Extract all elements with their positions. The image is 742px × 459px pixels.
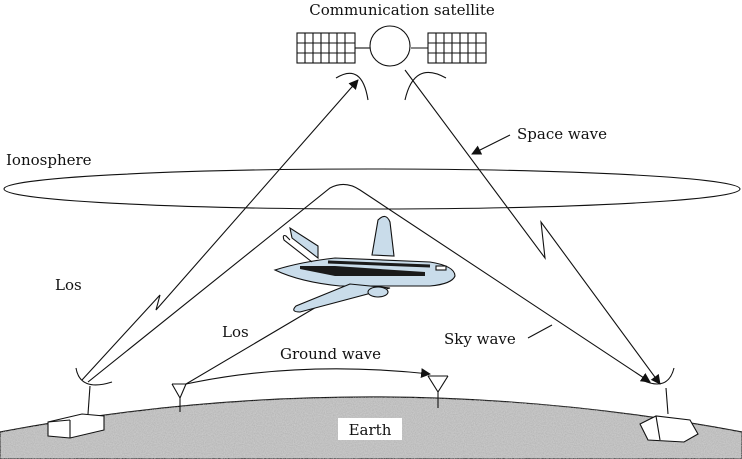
left-dish-icon <box>75 367 113 386</box>
space-wave-downlink <box>404 69 661 385</box>
airplane-tail-wing <box>282 234 313 263</box>
ionosphere-layer <box>3 168 741 210</box>
earth-label: Earth <box>349 421 392 439</box>
airplane-stripe <box>300 266 425 276</box>
los-aircraft-link <box>185 305 319 385</box>
airplane-rear-wing <box>289 226 319 260</box>
sky-wave-pointer <box>527 324 553 339</box>
right-ground-station <box>639 367 699 443</box>
ionosphere-label: Ionosphere <box>6 151 92 169</box>
airplane <box>273 215 456 313</box>
right-solar-panel <box>411 32 487 64</box>
transmitter-antenna-icon <box>171 383 187 412</box>
space-wave-label: Space wave <box>517 125 607 143</box>
transmitter-antenna <box>171 383 187 412</box>
satellite-label: Communication satellite <box>309 1 495 19</box>
left-solar-panel <box>296 32 370 64</box>
airplane-engine <box>367 286 389 298</box>
sky-wave <box>87 183 651 383</box>
ground-wave-label: Ground wave <box>280 345 381 363</box>
los-center-label: Los <box>222 323 249 341</box>
right-dish-icon <box>641 367 675 385</box>
airplane-nose-stripe <box>327 260 431 268</box>
right-station-building <box>639 415 699 443</box>
earth-label-bg <box>338 418 402 440</box>
los-left-label: Los <box>55 276 82 294</box>
satellite-right-dish <box>404 71 447 101</box>
left-ground-station <box>47 367 113 439</box>
sky-wave-label: Sky wave <box>444 330 516 348</box>
receiver-antenna <box>427 375 449 408</box>
airplane-cockpit <box>435 265 447 271</box>
ground-wave <box>185 368 431 385</box>
receiver-antenna-icon <box>427 375 449 408</box>
satellite-body <box>369 25 411 67</box>
earth: Earth <box>0 396 742 459</box>
satellite: Communication satellite <box>296 1 495 101</box>
satellite-left-dish <box>335 72 369 101</box>
airplane-tail-fin <box>371 215 395 257</box>
space-wave-uplink <box>81 79 359 381</box>
airplane-main-wing <box>293 283 391 313</box>
space-wave-pointer <box>471 134 511 155</box>
left-station-building <box>47 413 105 439</box>
